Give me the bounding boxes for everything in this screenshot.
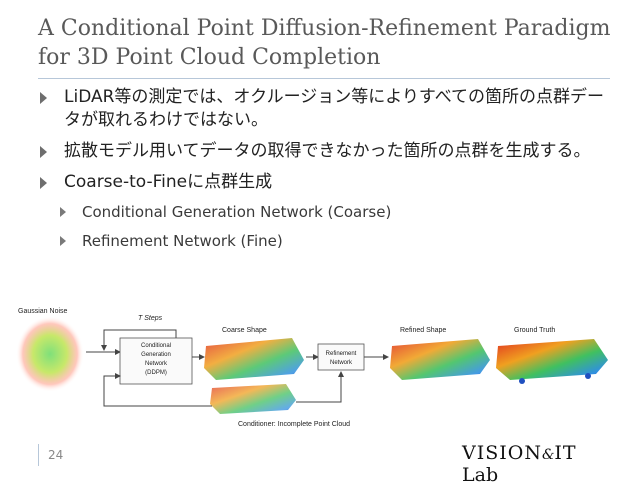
- ground-truth-cloud: [496, 339, 608, 380]
- bullet-list: LiDAR等の測定では、オクルージョン等によりすべての箇所の点群データが取れるわ…: [38, 86, 618, 260]
- bullet-item: 拡散モデル用いてデータの取得できなかった箇所の点群を生成する。: [38, 140, 618, 163]
- vision-it-lab-logo: VISION&IT Lab: [462, 442, 612, 486]
- cond-network-box: [119, 337, 193, 385]
- triangle-bullet-icon: [60, 207, 66, 217]
- sub-bullet-text: Conditional Generation Network (Coarse): [82, 203, 392, 221]
- sub-bullet-text: Refinement Network (Fine): [82, 232, 283, 250]
- cond-network-line: (DDPM): [145, 370, 167, 376]
- page-number: 24: [48, 448, 64, 462]
- triangle-bullet-icon: [40, 177, 47, 189]
- t-steps-label: T Steps: [138, 315, 163, 322]
- coarse-shape-label: Coarse Shape: [222, 327, 267, 334]
- wheel-dot: [519, 378, 525, 384]
- refined-shape-label: Refined Shape: [400, 327, 446, 334]
- bullet-item: Coarse-to-Fineに点群生成: [38, 171, 618, 194]
- cond-network-line: Generation: [141, 352, 171, 358]
- gaussian-noise-cloud: [16, 316, 84, 392]
- slide-title: A Conditional Point Diffusion-Refinement…: [38, 16, 611, 70]
- conditioner-label: Conditioner: Incomplete Point Cloud: [238, 421, 350, 428]
- bullet-text: LiDAR等の測定では、オクルージョン等によりすべての箇所の点群データが取れるわ…: [64, 87, 605, 130]
- refinement-network-box: [317, 343, 365, 371]
- gaussian-noise-label: Gaussian Noise: [18, 308, 68, 315]
- arrow-conditioner-to-cond: [103, 373, 212, 407]
- arrow-conditioner-to-refine: [296, 371, 344, 403]
- sub-bullet-item: Refinement Network (Fine): [38, 231, 618, 251]
- wheel-dot: [585, 373, 591, 379]
- footer-divider: [38, 444, 39, 466]
- ground-truth-label: Ground Truth: [514, 327, 555, 334]
- cond-network-line: Conditional: [141, 343, 171, 349]
- coarse-shape-cloud: [204, 338, 304, 380]
- pipeline-diagram: Gaussian Noise T Steps Conditional Gener…: [16, 308, 608, 428]
- logo-ampersand: &: [541, 447, 555, 463]
- logo-it: IT: [554, 442, 577, 464]
- t-steps-loop-arrow: [101, 329, 177, 351]
- logo-vision: VISION: [462, 442, 542, 464]
- incomplete-point-cloud: [210, 384, 296, 414]
- triangle-bullet-icon: [40, 146, 47, 158]
- bullet-text: 拡散モデル用いてデータの取得できなかった箇所の点群を生成する。: [64, 141, 591, 161]
- refined-shape-cloud: [390, 339, 490, 380]
- cond-network-line: Network: [145, 361, 168, 367]
- refinement-network-line: Network: [330, 360, 353, 366]
- triangle-bullet-icon: [40, 92, 47, 104]
- sub-bullet-item: Conditional Generation Network (Coarse): [38, 202, 618, 222]
- title-divider: [38, 78, 610, 79]
- bullet-text: Coarse-to-Fineに点群生成: [64, 172, 273, 192]
- refinement-network-line: Refinement: [326, 351, 357, 357]
- bullet-item: LiDAR等の測定では、オクルージョン等によりすべての箇所の点群データが取れるわ…: [38, 86, 618, 132]
- triangle-bullet-icon: [60, 236, 66, 246]
- logo-lab: Lab: [462, 464, 499, 486]
